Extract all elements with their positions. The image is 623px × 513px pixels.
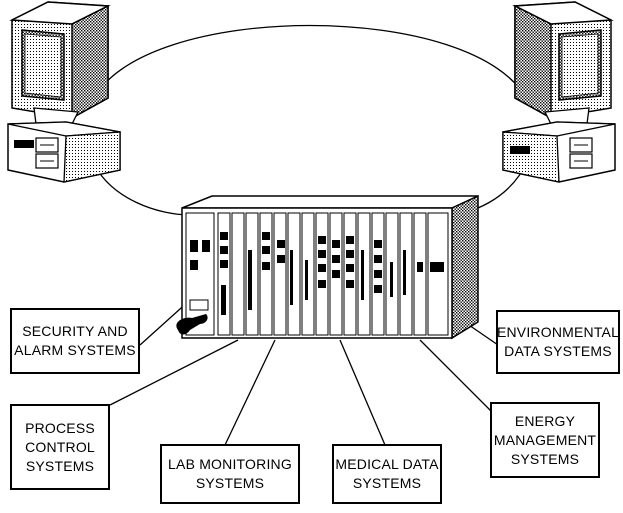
label-lab-monitoring: LAB MONITORING SYSTEMS bbox=[160, 444, 300, 504]
network-chassis-icon bbox=[176, 196, 478, 338]
label-line: LAB MONITORING bbox=[168, 455, 292, 474]
label-line: SYSTEMS bbox=[196, 474, 264, 493]
label-process-control: PROCESS CONTROL SYSTEMS bbox=[10, 404, 110, 490]
label-line: MEDICAL DATA bbox=[335, 455, 438, 474]
label-line: ALARM SYSTEMS bbox=[14, 341, 136, 360]
computer-right-icon bbox=[503, 2, 615, 182]
label-line: SYSTEMS bbox=[26, 457, 94, 476]
label-line: SYSTEMS bbox=[511, 450, 579, 469]
label-line: CONTROL bbox=[25, 438, 95, 457]
label-line: DATA SYSTEMS bbox=[504, 342, 612, 361]
label-line: SYSTEMS bbox=[353, 474, 421, 493]
label-energy-management: ENERGY MANAGEMENT SYSTEMS bbox=[490, 402, 600, 478]
label-security-alarm: SECURITY AND ALARM SYSTEMS bbox=[10, 308, 140, 374]
label-line: MANAGEMENT bbox=[494, 431, 596, 450]
label-line: ENERGY bbox=[515, 412, 575, 431]
label-environmental-data: ENVIRONMENTAL DATA SYSTEMS bbox=[496, 310, 620, 374]
label-line: SECURITY AND bbox=[22, 322, 128, 341]
label-medical-data: MEDICAL DATA SYSTEMS bbox=[332, 444, 442, 504]
label-line: PROCESS bbox=[25, 419, 95, 438]
computer-left-icon bbox=[8, 2, 120, 182]
network-loop bbox=[92, 26, 528, 216]
label-line: ENVIRONMENTAL bbox=[497, 323, 619, 342]
